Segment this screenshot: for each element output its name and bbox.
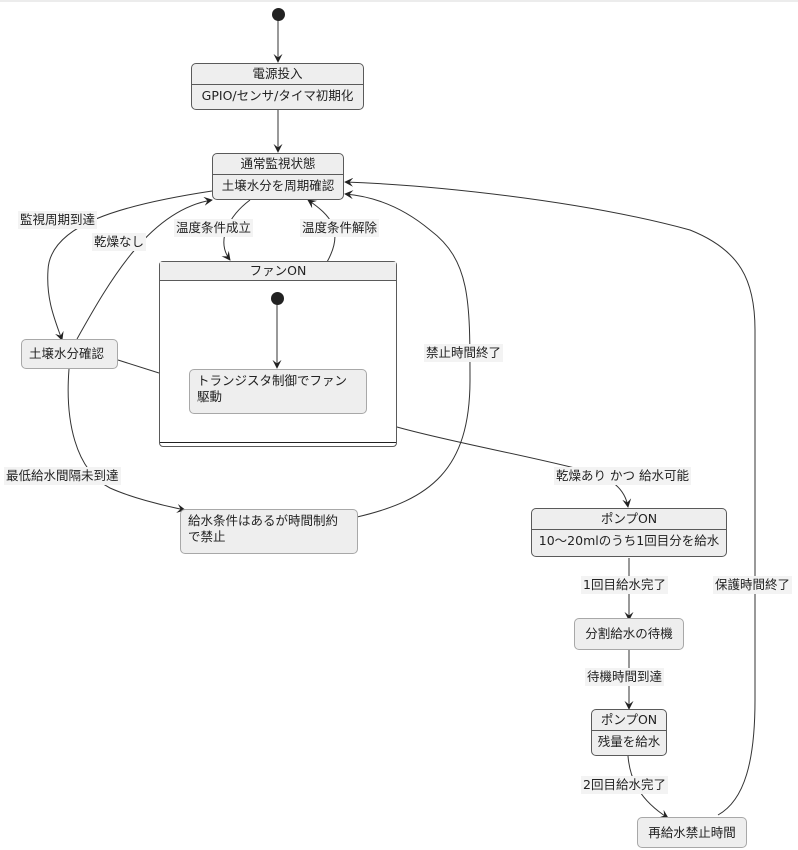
state-power-on[interactable]: 電源投入 GPIO/センサ/タイマ初期化 <box>191 63 364 110</box>
edge-monitoring-to-soil-check <box>47 190 213 341</box>
state-pump-on-2[interactable]: ポンプON 残量を給水 <box>591 709 667 756</box>
state-label: 分割給水の待機 <box>585 626 673 641</box>
state-title: 通常監視状態 <box>213 154 343 175</box>
edge-soil-check-to-monitoring <box>76 196 213 340</box>
label-first-done: 1回目給水完了 <box>581 576 668 594</box>
label-temp-on: 温度条件成立 <box>174 219 254 237</box>
state-body: 10〜20mlのうち1回目分を給水 <box>538 533 720 548</box>
fan-initial-state-dot <box>271 292 284 305</box>
label-block-end: 禁止時間終了 <box>424 344 504 362</box>
label-second-done: 2回目給水完了 <box>581 776 668 794</box>
edge-soil-check-to-blocked <box>67 368 186 513</box>
state-title: ポンプON <box>532 509 726 530</box>
edge-monitoring-from-refill <box>344 177 756 816</box>
state-monitoring[interactable]: 通常監視状態 土壌水分を周期確認 <box>212 153 344 200</box>
edge-blocked-to-monitoring <box>344 190 471 518</box>
state-split-wait[interactable]: 分割給水の待機 <box>574 618 684 650</box>
state-pump-on-1[interactable]: ポンプON 10〜20mlのうち1回目分を給水 <box>531 508 727 557</box>
edge-fan-to-pump <box>396 426 632 508</box>
label-protect-end: 保護時間終了 <box>713 576 793 594</box>
state-title: ポンプON <box>592 710 666 731</box>
initial-state-dot <box>272 8 285 21</box>
label-min-interval: 最低給水間隔未到達 <box>4 467 121 485</box>
edge-soil-check-to-fan-line <box>117 359 160 374</box>
label-monitor-cycle: 監視周期到達 <box>18 211 98 229</box>
label-wait-done: 待機時間到達 <box>585 668 665 686</box>
state-body: 土壌水分を周期確認 <box>221 178 335 193</box>
fan-drive-line2: 駆動 <box>197 389 223 404</box>
blocked-line1: 給水条件はあるが時間制約 <box>188 513 339 528</box>
label-dry-and-ok: 乾燥あり かつ 給水可能 <box>554 467 691 485</box>
state-title: ファンON <box>160 262 396 281</box>
state-refill-block[interactable]: 再給水禁止時間 <box>637 817 747 848</box>
state-soil-check[interactable]: 土壌水分確認 <box>21 339 118 369</box>
state-body: GPIO/センサ/タイマ初期化 <box>201 88 354 103</box>
state-fan-drive[interactable]: トランジスタ制御でファン 駆動 <box>189 369 367 414</box>
state-label: 土壌水分確認 <box>29 346 105 361</box>
state-blocked[interactable]: 給水条件はあるが時間制約 で禁止 <box>180 509 358 554</box>
label-not-dry: 乾燥なし <box>92 233 147 251</box>
top-border <box>0 0 798 2</box>
composite-bottom-bar <box>160 442 396 443</box>
state-title: 電源投入 <box>192 64 363 85</box>
label-temp-off: 温度条件解除 <box>300 219 380 237</box>
fan-drive-line1: トランジスタ制御でファン <box>197 373 348 388</box>
state-body: 残量を給水 <box>597 734 661 749</box>
state-label: 再給水禁止時間 <box>648 825 736 840</box>
blocked-line2: で禁止 <box>188 529 226 544</box>
